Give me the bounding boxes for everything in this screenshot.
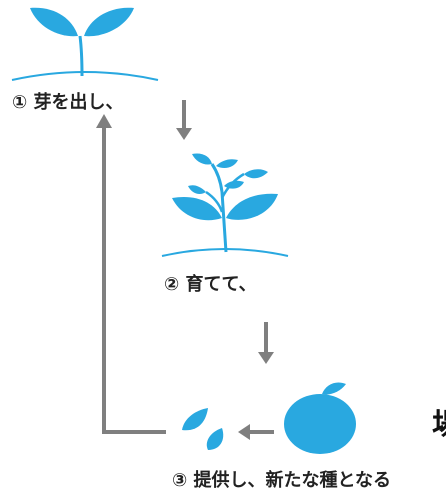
plant-leaf-small	[244, 169, 268, 179]
seed	[182, 408, 208, 431]
plant-leaf-right	[226, 193, 278, 220]
fruit-icon	[284, 382, 356, 454]
plant-leaf-small	[188, 185, 206, 194]
return-arrow	[96, 114, 166, 434]
arrow-left	[238, 424, 274, 440]
plant-leaf-left	[172, 196, 222, 221]
fruit-leaf	[322, 382, 346, 395]
plant-stem	[210, 163, 228, 253]
seeds-icon	[182, 408, 224, 450]
arrow-down-1	[176, 100, 192, 140]
step-3-label: ③ 提供し、新たな種となる	[172, 470, 391, 491]
seed	[206, 428, 224, 450]
plant-leaf-small	[224, 180, 244, 189]
plant-leaf-small	[216, 159, 238, 168]
sprout-icon	[11, 7, 159, 81]
side-text: 場	[432, 400, 446, 444]
sprout-leaf-right	[84, 7, 134, 37]
plant-leaf-small	[192, 153, 212, 165]
arrow-down-2	[258, 322, 274, 364]
step-2-label: ② 育てて、	[164, 274, 257, 295]
sprout-leaf-left	[30, 7, 78, 37]
step-1-label: ① 芽を出し、	[12, 92, 124, 113]
ground-line	[11, 71, 159, 81]
grown-plant-icon	[161, 153, 289, 257]
sprout-stem	[78, 35, 84, 77]
